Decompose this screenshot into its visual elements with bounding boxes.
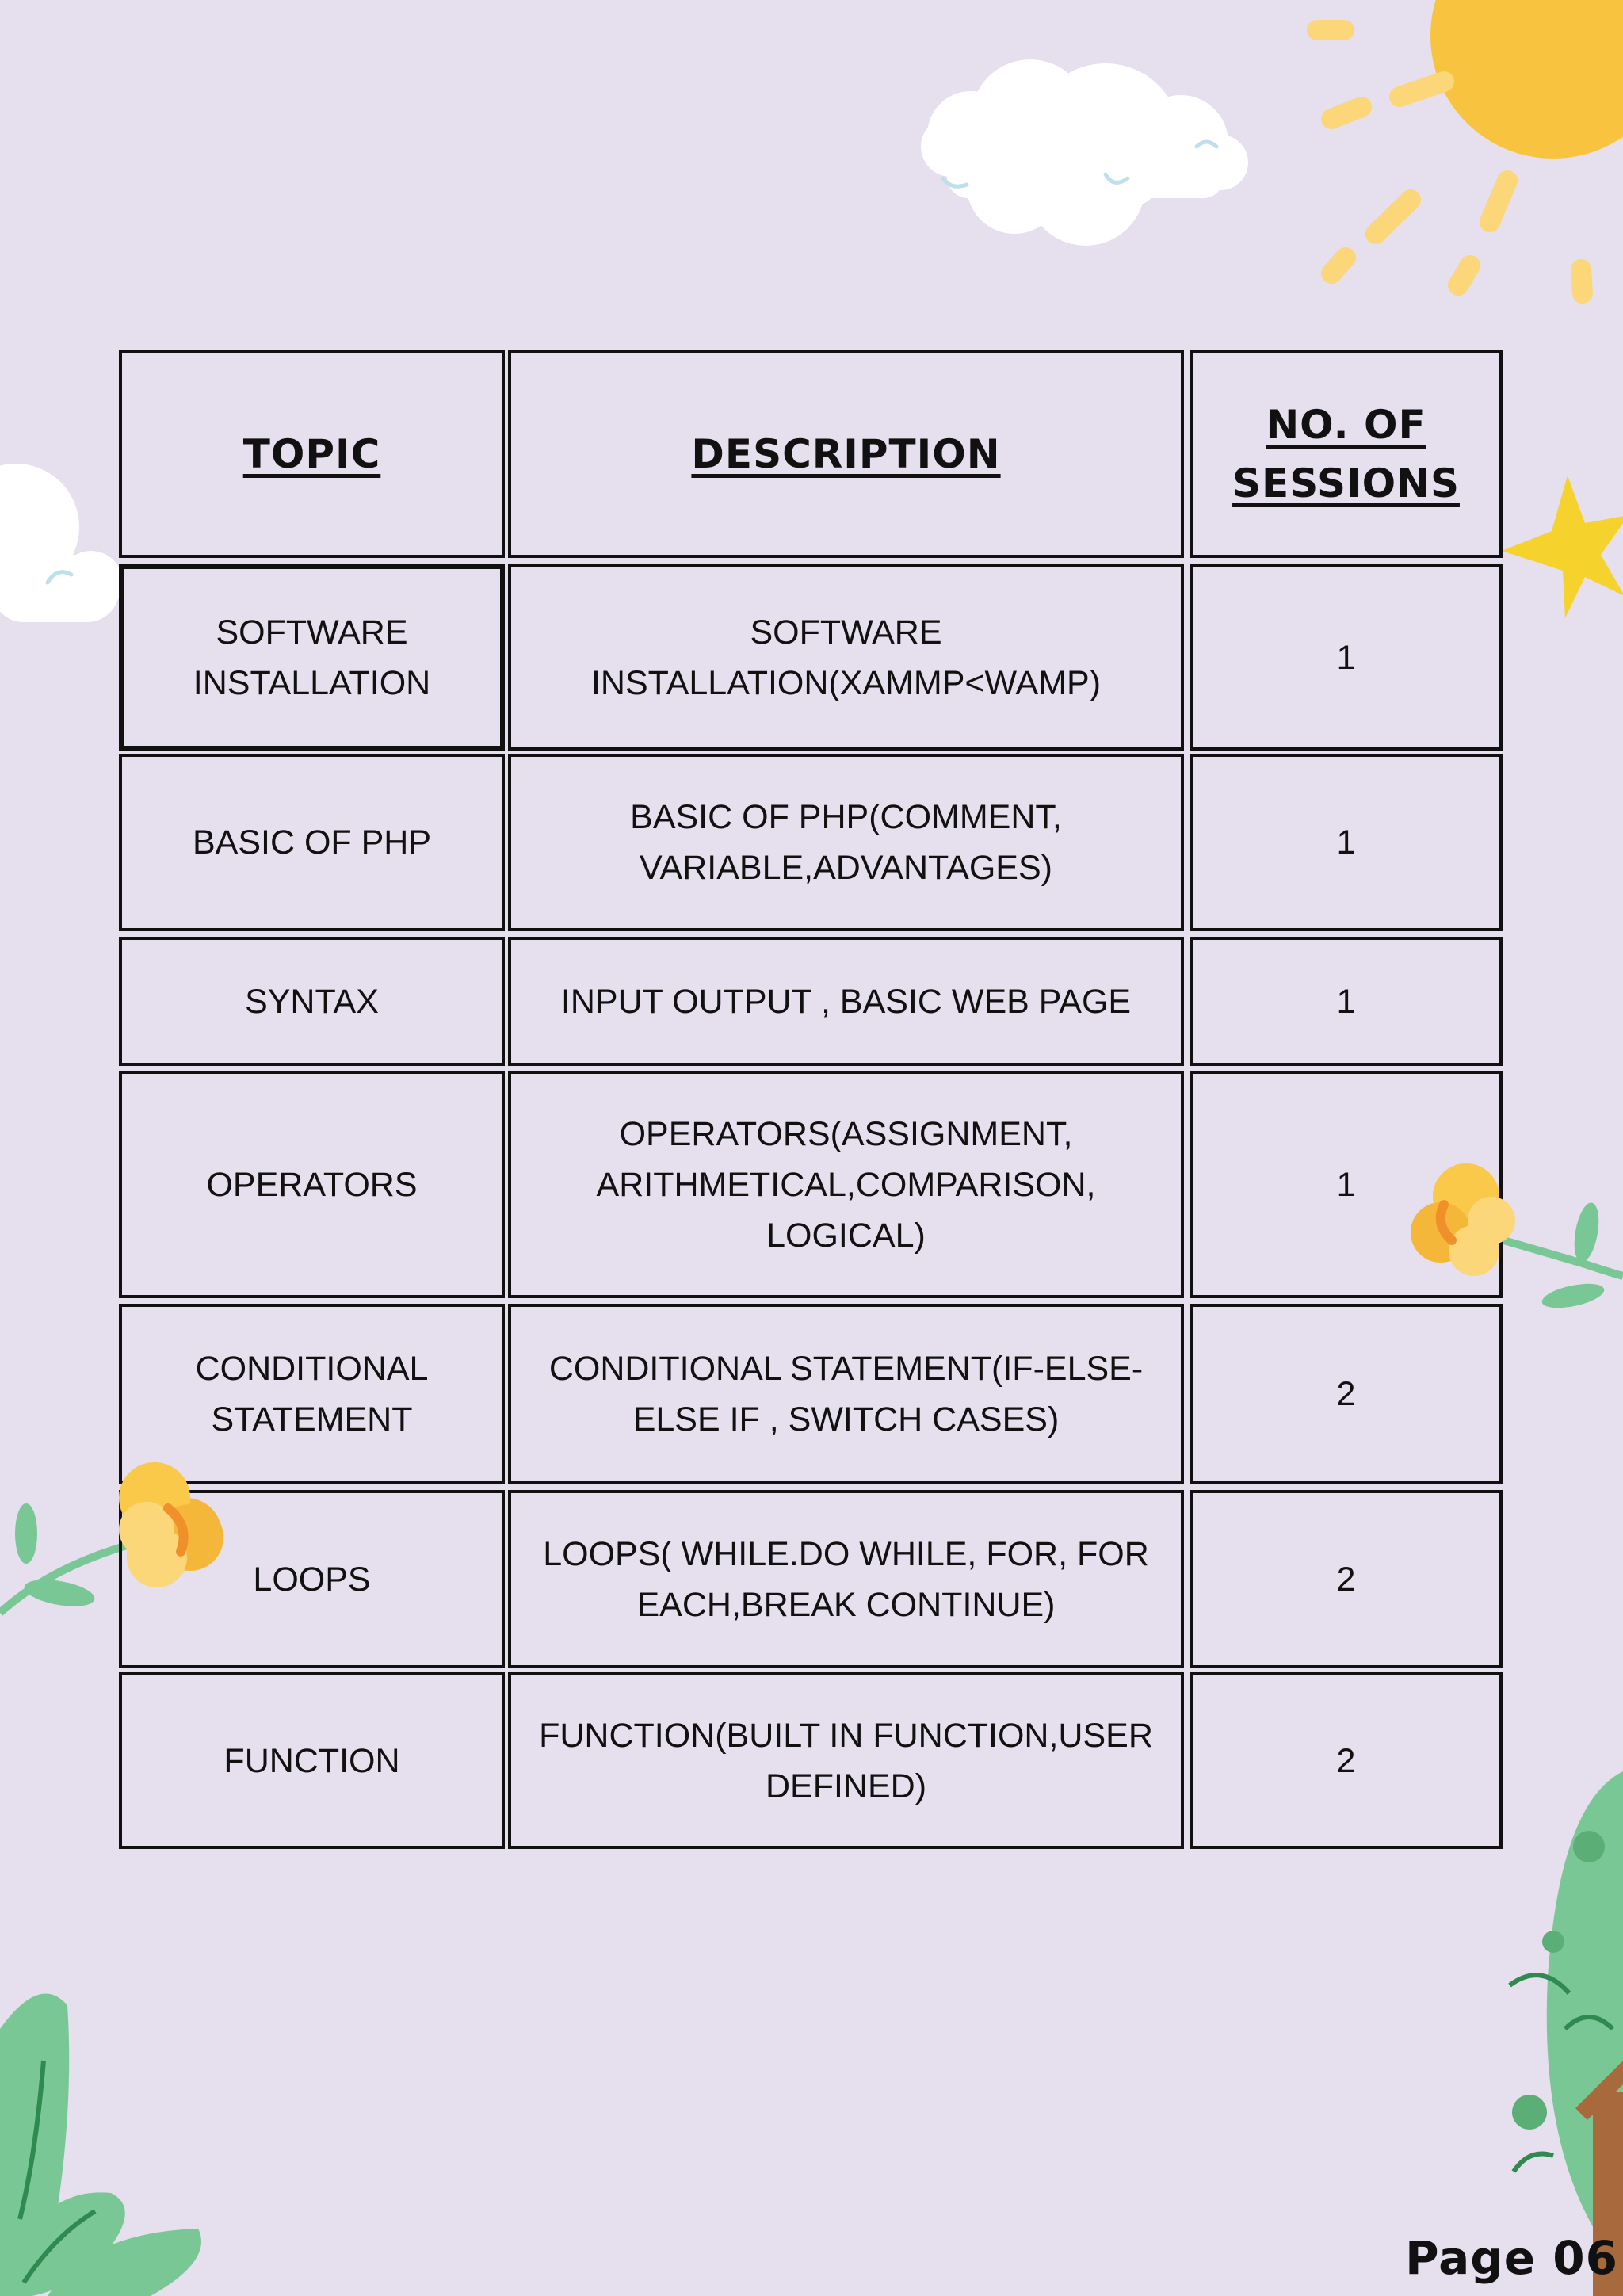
topic-cell: BASIC OF PHP	[119, 754, 505, 931]
plant-icon	[0, 1993, 201, 2296]
description-cell: INPUT OUTPUT , BASIC WEB PAGE	[508, 937, 1184, 1066]
topic-cell: OPERATORS	[119, 1071, 505, 1298]
header-topic: TOPIC	[119, 350, 505, 558]
description-cell: LOOPS( WHILE.DO WHILE, FOR, FOR EACH,BRE…	[508, 1490, 1184, 1668]
sessions-cell: 1	[1190, 1071, 1503, 1298]
topic-cell: LOOPS	[119, 1490, 505, 1668]
description-cell: BASIC OF PHP(COMMENT, VARIABLE,ADVANTAGE…	[508, 754, 1184, 931]
sessions-cell: 2	[1190, 1490, 1503, 1668]
cloud-icon	[921, 59, 1248, 246]
topic-cell: SOFTWARE INSTALLATION	[119, 564, 505, 751]
sessions-cell: 1	[1190, 937, 1503, 1066]
description-cell: CONDITIONAL STATEMENT(IF-ELSE- ELSE IF ,…	[508, 1304, 1184, 1484]
sessions-cell: 2	[1190, 1304, 1503, 1484]
topic-cell: CONDITIONAL STATEMENT	[119, 1304, 505, 1484]
sessions-cell: 2	[1190, 1672, 1503, 1849]
cloud-icon	[0, 464, 123, 622]
sessions-cell: 1	[1190, 754, 1503, 931]
page-number: Page 06	[1405, 2231, 1618, 2285]
description-cell: SOFTWARE INSTALLATION(XAMMP<WAMP)	[508, 564, 1184, 751]
topic-cell: SYNTAX	[119, 937, 505, 1066]
sun-icon	[1307, 0, 1623, 304]
tree-icon	[1508, 1771, 1623, 2296]
header-description: DESCRIPTION	[508, 350, 1184, 558]
sessions-cell: 1	[1190, 564, 1503, 751]
star-icon	[1502, 476, 1623, 618]
description-cell: FUNCTION(BUILT IN FUNCTION,USER DEFINED)	[508, 1672, 1184, 1849]
description-cell: OPERATORS(ASSIGNMENT, ARITHMETICAL,COMPA…	[508, 1071, 1184, 1298]
topic-cell: FUNCTION	[119, 1672, 505, 1849]
header-sessions: NO. OF SESSIONS	[1190, 350, 1503, 558]
